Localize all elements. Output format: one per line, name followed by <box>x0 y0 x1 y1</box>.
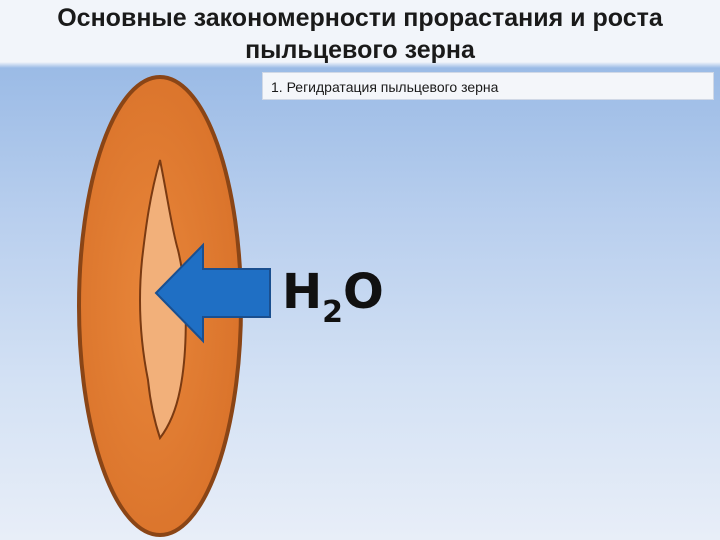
formula-oxygen: O <box>343 264 384 320</box>
slide-title: Основные закономерности прорастания и ро… <box>57 4 663 64</box>
water-inflow-arrow <box>154 242 271 344</box>
formula-hydrogen: H <box>282 264 323 320</box>
step-caption: 1. Регидратация пыльцевого зерна <box>262 72 714 100</box>
water-formula: H2O <box>282 262 384 330</box>
formula-subscript: 2 <box>322 295 344 330</box>
